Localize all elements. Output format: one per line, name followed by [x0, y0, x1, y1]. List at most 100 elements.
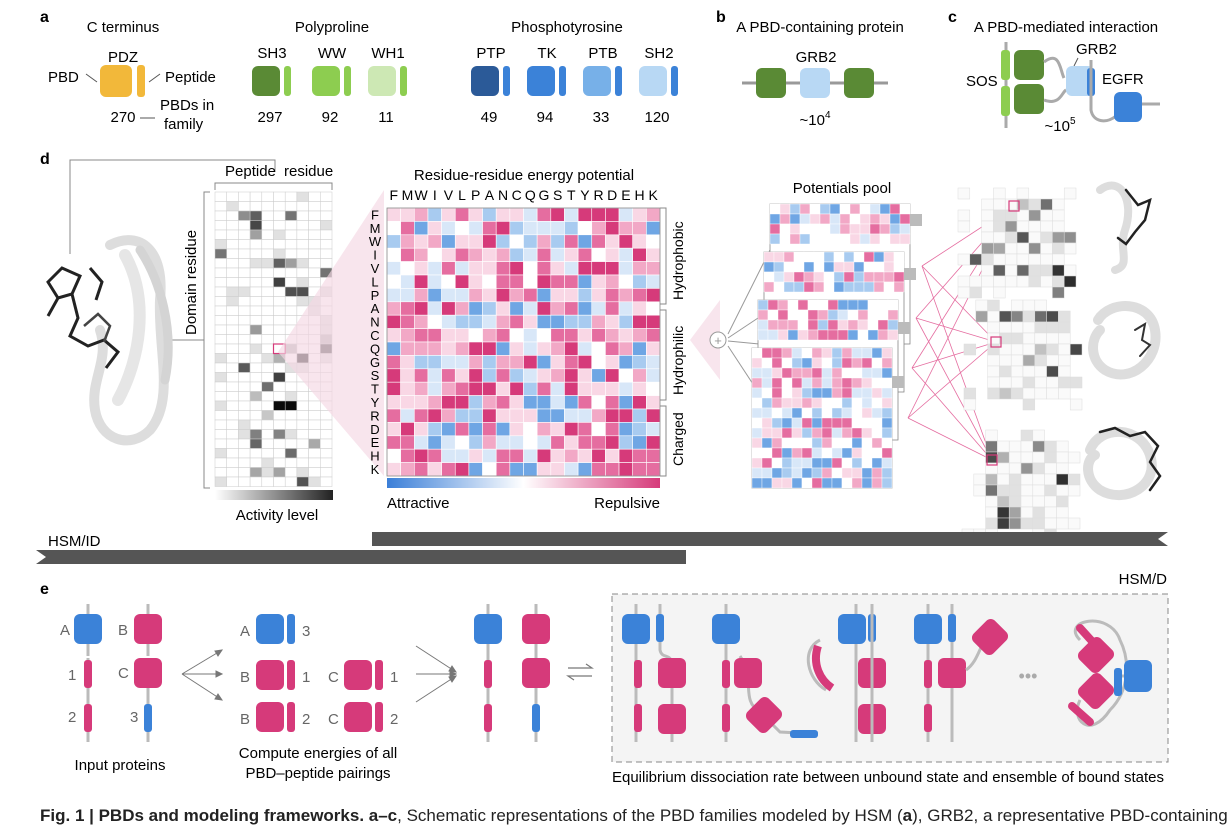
- pool-cell: [841, 427, 853, 439]
- energy-cell: [427, 288, 442, 303]
- pool-cell: [831, 457, 843, 469]
- energy-cell: [427, 448, 442, 463]
- pool-cell: [843, 271, 855, 283]
- pool-cell: [881, 367, 893, 379]
- activity-cell: [238, 467, 251, 478]
- bound-states-box: [611, 593, 1169, 763]
- energy-cell: [577, 422, 593, 437]
- pool-cell: [879, 233, 891, 245]
- activity-map-cell: [981, 242, 994, 255]
- pool-cell: [859, 203, 871, 215]
- energy-cell: [591, 462, 606, 477]
- activity-map-cell: [1052, 275, 1065, 288]
- pool-cell: [899, 213, 911, 225]
- sos-label: SOS: [966, 73, 998, 90]
- activity-cell: [238, 220, 251, 231]
- pool-cell: [751, 377, 763, 389]
- pool-cell: [821, 467, 833, 479]
- energy-cell: [577, 395, 593, 410]
- grb2-c-leader: [1073, 57, 1079, 67]
- energy-cell: [564, 261, 579, 276]
- pool-selector: [904, 268, 916, 280]
- energy-cell: [413, 408, 429, 423]
- pool-cell: [831, 447, 843, 459]
- activity-cell: [238, 248, 251, 259]
- energy-cell: [441, 328, 456, 343]
- row-label-n: N: [370, 315, 379, 330]
- activity-map-cell: [997, 484, 1010, 497]
- energy-cell: [564, 288, 579, 303]
- row-label-w: W: [369, 234, 382, 249]
- activity-cell: [214, 343, 227, 354]
- activity-map-cell: [1046, 343, 1059, 356]
- activity-cell: [296, 476, 309, 487]
- activity-map-cell: [999, 354, 1012, 367]
- col-label-l: L: [458, 187, 466, 203]
- energy-cell: [632, 301, 647, 316]
- activity-cell: [308, 410, 321, 421]
- pool-selector: [910, 214, 922, 226]
- pool-cell: [831, 407, 843, 419]
- energy-cell: [536, 234, 552, 249]
- energy-cell: [441, 247, 456, 262]
- pool-connector: [907, 341, 997, 419]
- energy-cell: [454, 395, 470, 410]
- energy-cell: [564, 247, 579, 262]
- energy-cell: [509, 448, 524, 463]
- activity-cell: [249, 258, 263, 269]
- pool-cell: [841, 387, 853, 399]
- pool-cell: [861, 377, 873, 389]
- activity-map-cell: [1052, 198, 1065, 211]
- activity-cell: [238, 239, 251, 250]
- activity-cell: [284, 220, 298, 231]
- activity-cell: [214, 372, 227, 383]
- pool-cell: [887, 319, 899, 331]
- energy-cell: [632, 435, 647, 450]
- pool-cell: [771, 347, 783, 359]
- activity-cell: [249, 438, 263, 449]
- activity-map-cell: [1028, 198, 1041, 211]
- activity-map-cell: [1020, 484, 1034, 497]
- pool-cell: [777, 319, 789, 331]
- activity-map-cell: [1067, 484, 1081, 497]
- energy-cell: [441, 381, 456, 396]
- energy-cell: [400, 368, 415, 383]
- pool-cell: [791, 437, 803, 449]
- pair-peptide-label: 1: [302, 669, 310, 686]
- energy-cell: [632, 368, 647, 383]
- activity-cell: [261, 381, 274, 392]
- energy-cell: [618, 341, 633, 356]
- energy-cell: [646, 221, 661, 236]
- energy-cell: [632, 314, 647, 329]
- pool-cell: [781, 457, 793, 469]
- energy-cell: [646, 247, 661, 262]
- activity-cell: [284, 305, 298, 316]
- activity-map-cell: [1040, 242, 1053, 255]
- pool-cell: [861, 357, 873, 369]
- activity-cell: [226, 220, 239, 231]
- pool-cell: [809, 203, 821, 215]
- activity-cell: [296, 400, 309, 411]
- energy-cell: [618, 328, 633, 343]
- row-label-h: H: [370, 449, 379, 464]
- activity-cell: [249, 277, 263, 288]
- activity-map-cell: [1016, 220, 1030, 233]
- activity-cell: [226, 258, 239, 269]
- energy-cell: [605, 435, 620, 450]
- hsm-id-arrow: [36, 550, 686, 564]
- hsm-d-arrow: [372, 532, 1168, 546]
- energy-cell: [523, 368, 538, 383]
- energy-cell: [427, 234, 442, 249]
- activity-cell: [273, 429, 286, 440]
- activity-cell: [226, 315, 239, 326]
- pool-cell: [889, 223, 901, 235]
- energy-cell: [536, 341, 552, 356]
- activity-cell: [284, 248, 298, 259]
- input-proteins-caption: Input proteins: [75, 757, 166, 774]
- pool-cell: [751, 407, 763, 419]
- hsm-d-label: HSM/D: [1119, 571, 1168, 588]
- activity-cell: [284, 210, 298, 221]
- energy-cell: [482, 435, 497, 450]
- activity-cell: [249, 267, 263, 278]
- energy-cell: [509, 395, 524, 410]
